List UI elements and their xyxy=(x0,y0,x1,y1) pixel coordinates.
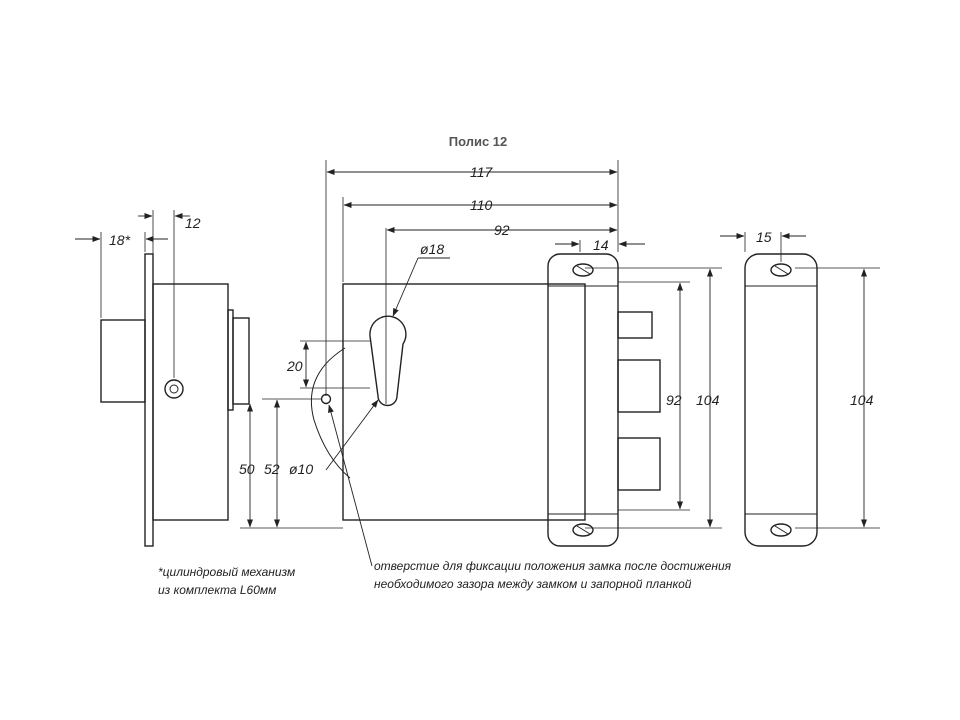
strike-plate xyxy=(744,253,818,547)
side-cylinder-protrusion xyxy=(100,319,146,403)
dim-52-label: 52 xyxy=(264,461,280,477)
strike-plate-view: 15 104 xyxy=(720,229,880,547)
dim-92-top-label: 92 xyxy=(494,222,510,238)
note-hole-line2: необходимого зазора между замком и запор… xyxy=(374,577,692,591)
dim-20-label: 20 xyxy=(286,358,303,374)
strike-hole-bottom xyxy=(770,523,792,537)
dia10-leader xyxy=(325,399,379,471)
side-front-plate xyxy=(144,253,154,547)
dim-117-label: 117 xyxy=(470,164,494,180)
dim-92-right-label: 92 xyxy=(666,392,682,408)
strike-hole-top xyxy=(770,263,792,277)
side-back-plate xyxy=(227,309,234,411)
dim-104-strike-label: 104 xyxy=(850,392,874,408)
side-screw-inner xyxy=(169,384,179,394)
bolt-top xyxy=(617,311,653,339)
side-view: 18* 12 xyxy=(75,210,250,547)
main-lock-body xyxy=(342,283,586,521)
dia18-leader xyxy=(392,257,419,317)
dim-18-label: 18* xyxy=(109,232,131,248)
main-strike-hole-bottom xyxy=(572,523,594,537)
dia10-label: ø10 xyxy=(289,461,313,477)
dim-104-main-label: 104 xyxy=(696,392,720,408)
drawing-title: Полис 12 xyxy=(449,134,508,149)
dim-50-label: 50 xyxy=(239,461,255,477)
keyhole xyxy=(369,315,407,407)
dim-14-label: 14 xyxy=(593,237,609,253)
main-strike-plate xyxy=(547,253,619,547)
dim-12-label: 12 xyxy=(185,215,201,231)
note-hole-line1: отверстие для фиксации положения замка п… xyxy=(374,559,732,573)
fixing-arc xyxy=(310,347,351,479)
front-view: 117 110 92 14 ø18 20 52 50 ø10 92 104 xyxy=(239,160,722,567)
note-cylinder-line2: из комплекта L60мм xyxy=(158,583,276,597)
bolt-bottom xyxy=(617,437,661,491)
dim-15-label: 15 xyxy=(756,229,772,245)
side-screw-outer xyxy=(164,379,184,399)
bolt-middle xyxy=(617,359,661,413)
fixing-hole-leader xyxy=(328,404,373,567)
dia18-label: ø18 xyxy=(420,241,444,257)
dim-110-label: 110 xyxy=(470,197,493,213)
note-cylinder-line1: *цилиндровый механизм xyxy=(158,565,295,579)
side-lock-body xyxy=(152,283,229,521)
side-back-boss xyxy=(232,317,250,405)
main-strike-hole-top xyxy=(572,263,594,277)
